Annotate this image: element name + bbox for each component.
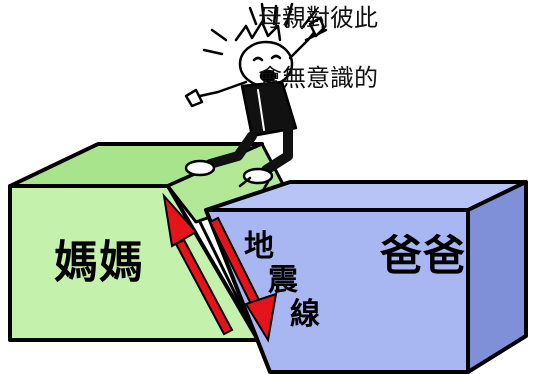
dad-block-label: 爸爸	[380, 231, 467, 280]
dad-block-side	[466, 180, 528, 374]
shaking-person-illustration	[184, 2, 328, 194]
fault-arrow-up	[162, 192, 234, 336]
fault-arrow-down	[208, 216, 278, 343]
fault-line	[198, 221, 256, 333]
fault-label-char-2: 震	[268, 263, 298, 298]
caption-line-1: 母親對彼此	[258, 4, 378, 32]
caption-line-2: 會無意識的	[258, 64, 378, 92]
mom-block	[8, 142, 288, 342]
fault-label-char-3: 線	[290, 297, 320, 332]
fault-label-char-1: 地	[244, 229, 274, 264]
mom-block-label: 媽媽	[54, 237, 144, 288]
dad-block	[204, 180, 528, 374]
